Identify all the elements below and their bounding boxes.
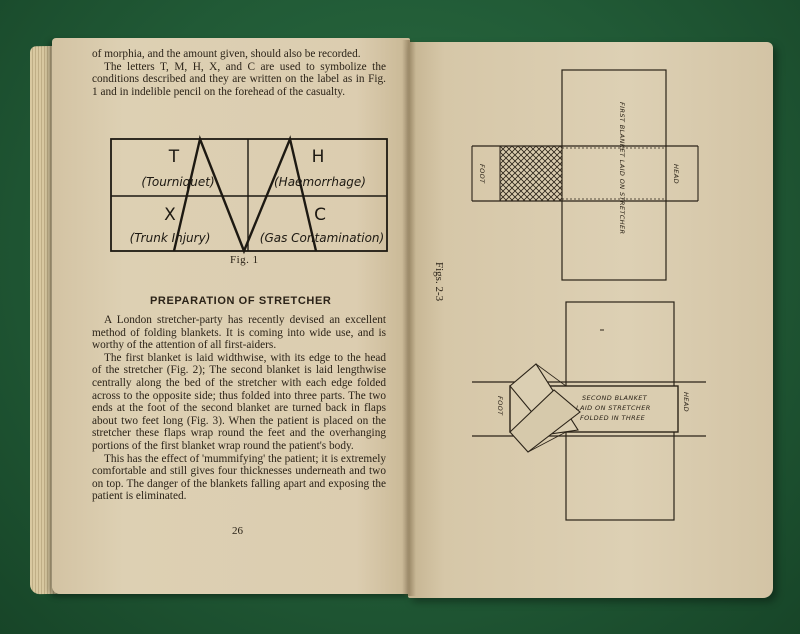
paragraph-1: A London stretcher-party has recently de… [92, 314, 386, 352]
section-heading: PREPARATION OF STRETCHER [150, 295, 332, 307]
right-page [408, 42, 773, 598]
intro-line: of morphia, and the amount given, should… [92, 48, 361, 60]
figure-1-caption: Fig. 1 [230, 254, 259, 266]
first-blanket-outline [561, 69, 667, 281]
label-chart-svg: T (Tourniquet) H (Haemorrhage) X (Trunk … [110, 134, 388, 255]
casualty-label-diagram: T (Tourniquet) H (Haemorrhage) X (Trunk … [110, 134, 390, 255]
intro-text: of morphia, and the amount given, should… [92, 48, 386, 98]
figure-3-second-blanket: FOOT HEAD SECOND BLANKET LAID ON STRETCH… [470, 300, 710, 522]
intro-paragraph: The letters T, M, H, X, and C are used t… [92, 60, 386, 98]
fig3-label-line-2: LAID ON STRETCHER [576, 404, 651, 412]
cell-word-haemorrhage: (Haemorrhage) [274, 175, 366, 189]
cell-letter-h: H [312, 147, 325, 167]
cell-word-gas-contamination: (Gas Contamination) [260, 231, 384, 245]
cell-letter-c: C [314, 205, 326, 225]
left-page [52, 38, 410, 594]
flap-edge-2 [527, 431, 567, 453]
cell-letter-x: X [164, 205, 176, 225]
cell-letter-t: T [168, 147, 180, 167]
hatched-foot-area [499, 145, 563, 202]
open-booklet [30, 28, 775, 600]
paragraph-3: This has the effect of 'mummifying' the … [92, 452, 386, 503]
book-gutter [402, 40, 416, 596]
cell-word-tourniquet: (Tourniquet) [141, 175, 214, 189]
paragraph-2: The first blanket is laid widthwise, wit… [92, 351, 386, 452]
body-text: A London stretcher-party has recently de… [92, 314, 386, 503]
fig2-blanket-label: FIRST BLANKET LAID ON STRETCHER [618, 102, 626, 234]
page-number: 26 [232, 525, 243, 537]
fig3-svg: FOOT HEAD SECOND BLANKET LAID ON STRETCH… [472, 301, 706, 521]
fig3-label-line-3: FOLDED IN THREE [580, 414, 646, 422]
fig2-svg: FOOT HEAD FIRST BLANKET LAID ON STRETCHE… [471, 69, 699, 281]
fig3-label-line-1: SECOND BLANKET [582, 394, 648, 402]
fig2-foot-label: FOOT [478, 164, 486, 184]
fig3-foot-label: FOOT [496, 396, 504, 416]
figures-label: Figs. 2-3 [433, 262, 445, 302]
foot-flap-lower [509, 389, 581, 453]
label-border [110, 138, 388, 252]
center-letter-m [172, 134, 318, 255]
flap-edge-1 [535, 363, 567, 387]
figure-2-first-blanket: FOOT HEAD FIRST BLANKET LAID ON STRETCHE… [470, 68, 700, 283]
cell-word-trunk-injury: (Trunk Injury) [130, 231, 211, 245]
fig2-head-label: HEAD [672, 164, 680, 184]
fig3-head-label: HEAD [682, 392, 690, 412]
